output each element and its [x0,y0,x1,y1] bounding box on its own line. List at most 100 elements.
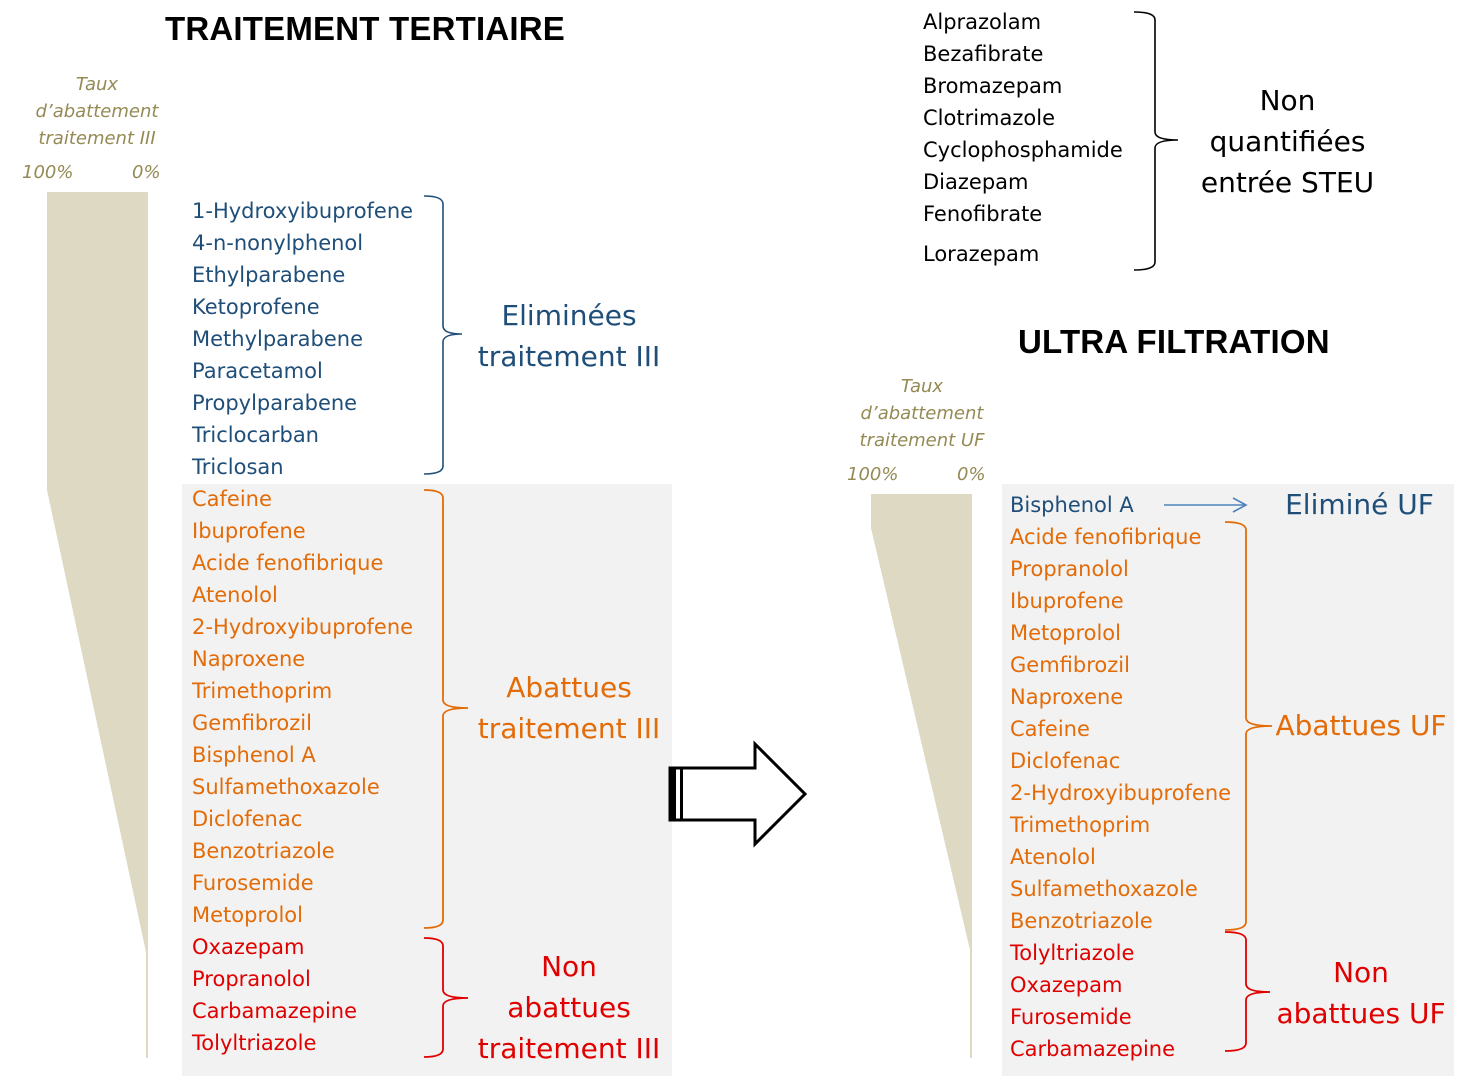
list-item: Diazepam [923,170,1029,194]
right-abatement-wedge [871,494,972,1058]
list-item: Atenolol [192,583,278,607]
left-not-reduced-label: Non abattues traitement III [470,946,668,1069]
group-label-line: traitement III [477,340,661,373]
list-item: Propranolol [192,967,311,991]
list-item: Alprazolam [923,10,1042,34]
left-abatement-wedge [47,192,148,1058]
list-item: Naproxene [192,647,306,671]
group-label-line: Eliminées [501,299,637,332]
list-item: Ketoprofene [192,295,320,319]
left-scale-caption-line: Taux [75,74,119,95]
right-not-reduced-list: Tolyltriazole Oxazepam Furosemide Carbam… [1010,937,1175,1065]
left-reduced-label: Abattues traitement III [470,667,668,749]
list-item: Ethylparabene [192,263,346,287]
list-item: Trimethoprim [192,679,333,703]
list-item: Furosemide [1010,1005,1132,1029]
group-label-line: abattues UF [1276,997,1446,1030]
list-item: Metoprolol [192,903,303,927]
right-highlight-panel [1002,484,1454,1076]
list-item: Tolyltriazole [1010,941,1135,965]
right-not-reduced-label: Non abattues UF [1272,952,1450,1034]
list-item: Sulfamethoxazole [1010,877,1198,901]
right-scale-caption: Taux d’abattement traitement UF [847,373,997,454]
list-item: 4-n-nonylphenol [192,231,364,255]
group-label-line: Non [541,950,597,983]
not-quantified-brace [1133,11,1179,271]
list-item: Propylparabene [192,391,358,415]
list-item: Gemfibrozil [192,711,312,735]
left-scale-caption-line: traitement III [38,128,156,149]
list-item: Propranolol [1010,557,1129,581]
right-reduced-list: Acide fenofibrique Propranolol Ibuprofen… [1010,521,1231,937]
list-item: 2-Hydroxyibuprofene [1010,781,1232,805]
left-highlight-panel [182,484,672,1076]
list-item: Triclosan [192,455,284,479]
right-scale-caption-line: traitement UF [859,430,985,451]
left-scale-caption: Taux d’abattement traitement III [22,71,172,152]
list-item: Cafeine [1010,717,1090,741]
list-item: Paracetamol [192,359,323,383]
list-item: 1-Hydroxyibuprofene [192,199,414,223]
list-item: Bromazepam [923,74,1063,98]
list-item: Tolyltriazole [192,1031,317,1055]
list-item: Cyclophosphamide [923,138,1123,162]
list-item: Cafeine [192,487,272,511]
list-item: Lorazepam [923,242,1040,266]
list-item: Clotrimazole [923,106,1055,130]
right-reduced-label: Abattues UF [1275,709,1447,742]
list-item: Trimethoprim [1010,813,1151,837]
group-label-line: entrée STEU [1200,166,1375,199]
right-eliminated-label: Eliminé UF [1285,488,1434,521]
left-eliminated-brace [423,195,463,475]
right-scale-caption-line: d’abattement [860,403,984,424]
right-eliminated-item: Bisphenol A [1010,493,1134,517]
list-item: Oxazepam [1010,973,1123,997]
list-item: Naproxene [1010,685,1124,709]
not-quantified-list: Alprazolam Bezafibrate Bromazepam Clotri… [923,6,1123,270]
group-label-line: abattues [507,991,631,1024]
group-label-line: Abattues [506,671,632,704]
list-item: Benzotriazole [192,839,335,863]
list-item: Ibuprofene [192,519,306,543]
left-reduced-list: Cafeine Ibuprofene Acide fenofibrique At… [192,483,413,931]
list-item: Carbamazepine [1010,1037,1176,1061]
list-item: Acide fenofibrique [1010,525,1202,549]
list-item: Gemfibrozil [1010,653,1130,677]
right-not-reduced-brace [1224,931,1271,1052]
left-eliminated-label: Eliminées traitement III [470,295,668,377]
left-title: TRAITEMENT TERTIAIRE [165,10,565,47]
list-item: 2-Hydroxyibuprofene [192,615,414,639]
left-not-reduced-list: Oxazepam Propranolol Carbamazepine Tolyl… [192,931,357,1059]
list-item: Oxazepam [192,935,305,959]
list-item: Acide fenofibrique [192,551,384,575]
list-item: Sulfamethoxazole [192,775,380,799]
left-eliminated-list: 1-Hydroxyibuprofene 4-n-nonylphenol Ethy… [192,195,413,483]
list-item: Atenolol [1010,845,1096,869]
not-quantified-label: Non quantifiées entrée STEU [1190,80,1385,203]
list-item: Benzotriazole [1010,909,1153,933]
group-label-line: quantifiées [1209,125,1366,158]
left-scale-min-label: 0% [132,162,161,183]
right-scale-caption-line: Taux [900,376,944,397]
group-label-line: Non [1259,84,1316,117]
list-item: Diclofenac [1010,749,1121,773]
list-item: Fenofibrate [923,202,1043,226]
list-item: Ibuprofene [1010,589,1124,613]
list-item: Bezafibrate [923,42,1044,66]
right-scale-min-label: 0% [957,464,986,485]
list-item: Bisphenol A [192,743,316,767]
list-item: Carbamazepine [192,999,358,1023]
list-item: Metoprolol [1010,621,1121,645]
transition-arrow [668,740,808,848]
eliminated-uf-arrow [1164,497,1248,513]
left-reduced-brace [423,489,469,929]
group-label-line: Non [1333,956,1389,989]
group-label-line: traitement III [477,712,661,745]
list-item: Furosemide [192,871,314,895]
list-item: Diclofenac [192,807,303,831]
group-label-line: traitement III [477,1032,661,1065]
list-item: Methylparabene [192,327,364,351]
right-scale-max-label: 100% [847,464,899,485]
left-scale-caption-line: d’abattement [35,101,159,122]
